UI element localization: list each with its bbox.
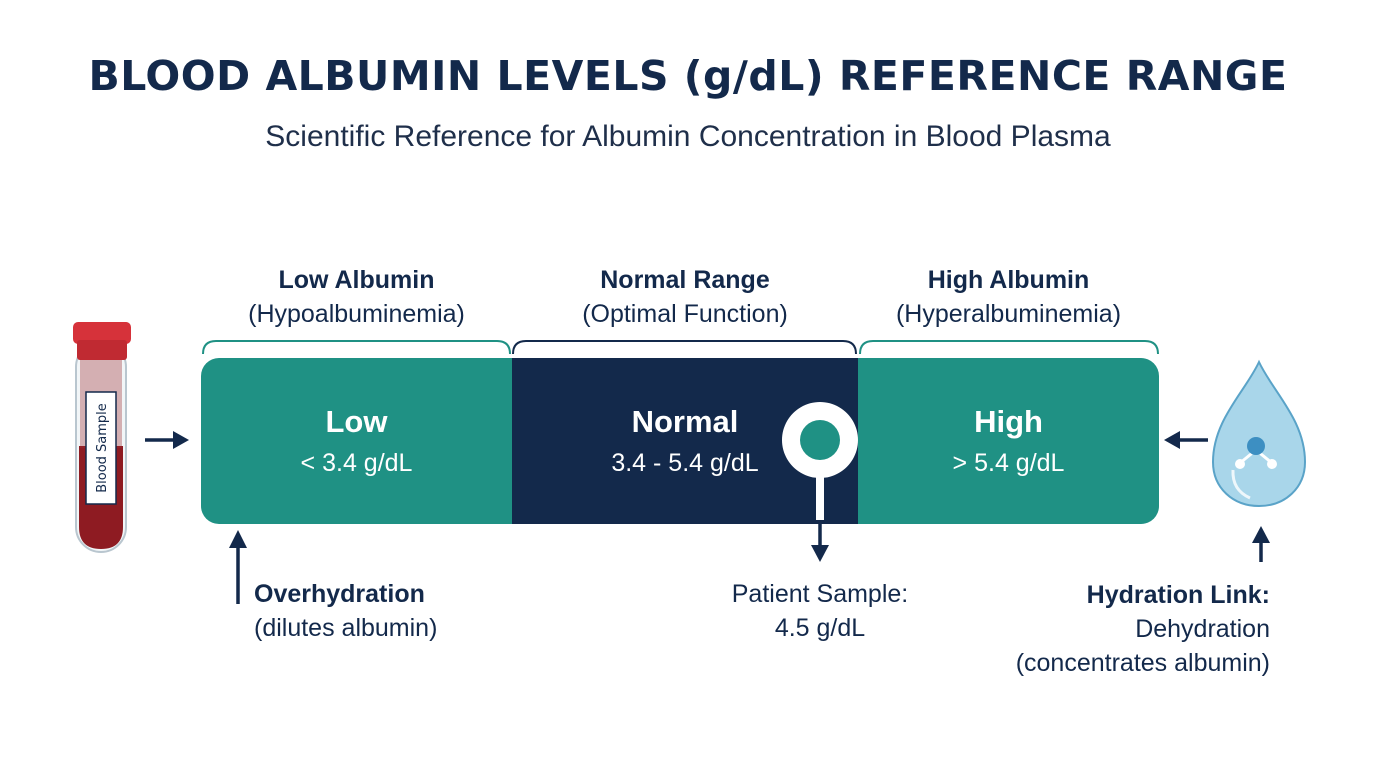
overhydration-note: Overhydration (dilutes albumin) [254, 577, 574, 645]
patient-sample-value: 4.5 g/dL [774, 614, 866, 642]
category-normal-subtitle: (Optimal Function) [582, 300, 788, 328]
category-high-subtitle: (Hyperalbuminemia) [895, 300, 1122, 328]
blood-tube-label: Blood Sample [95, 403, 110, 493]
overhydration-title: Overhydration [254, 580, 425, 608]
category-normal-title: Normal Range [600, 266, 770, 294]
bracket-low [202, 340, 511, 355]
hydration-link-line2: (concentrates albumin) [1015, 649, 1270, 677]
arrow-up-icon [1252, 526, 1270, 562]
arrow-left-icon [1164, 431, 1208, 449]
page-subtitle: Scientific Reference for Albumin Concent… [265, 120, 1111, 153]
category-low-subtitle: (Hypoalbuminemia) [248, 300, 465, 328]
hydration-link-note: Hydration Link: Dehydration (concentrate… [960, 578, 1270, 680]
patient-sample-note: Patient Sample: 4.5 g/dL [690, 577, 950, 645]
category-normal-label: Normal Range (Optimal Function) [512, 263, 858, 331]
segment-normal-label: Normal [631, 404, 739, 439]
segment-low: Low < 3.4 g/dL [201, 358, 512, 524]
segment-high-value: > 5.4 g/dL [952, 449, 1065, 477]
category-low-label: Low Albumin (Hypoalbuminemia) [201, 263, 512, 331]
category-high-label: High Albumin (Hyperalbuminemia) [858, 263, 1159, 331]
segment-high: High > 5.4 g/dL [858, 358, 1159, 524]
arrow-up-icon [229, 530, 247, 604]
segment-low-label: Low [325, 404, 388, 439]
bracket-high [859, 340, 1159, 355]
segment-low-value: < 3.4 g/dL [300, 449, 413, 477]
patient-marker-icon [781, 402, 858, 562]
category-high-title: High Albumin [927, 266, 1090, 294]
water-droplet-icon [1211, 359, 1307, 508]
hydration-link-title: Hydration Link: [1086, 581, 1270, 609]
bracket-normal [512, 340, 857, 355]
blood-tube-icon: Blood Sample [73, 322, 131, 553]
segment-normal-value: 3.4 - 5.4 g/dL [611, 449, 759, 477]
hydration-link-line1: Dehydration [1135, 615, 1270, 643]
segment-high-label: High [974, 404, 1043, 439]
arrow-right-icon [145, 431, 189, 449]
page-title: BLOOD ALBUMIN LEVELS (g/dL) REFERENCE RA… [88, 52, 1288, 100]
category-low-title: Low Albumin [278, 266, 435, 294]
overhydration-detail: (dilutes albumin) [254, 614, 438, 642]
patient-sample-label: Patient Sample: [731, 580, 909, 608]
